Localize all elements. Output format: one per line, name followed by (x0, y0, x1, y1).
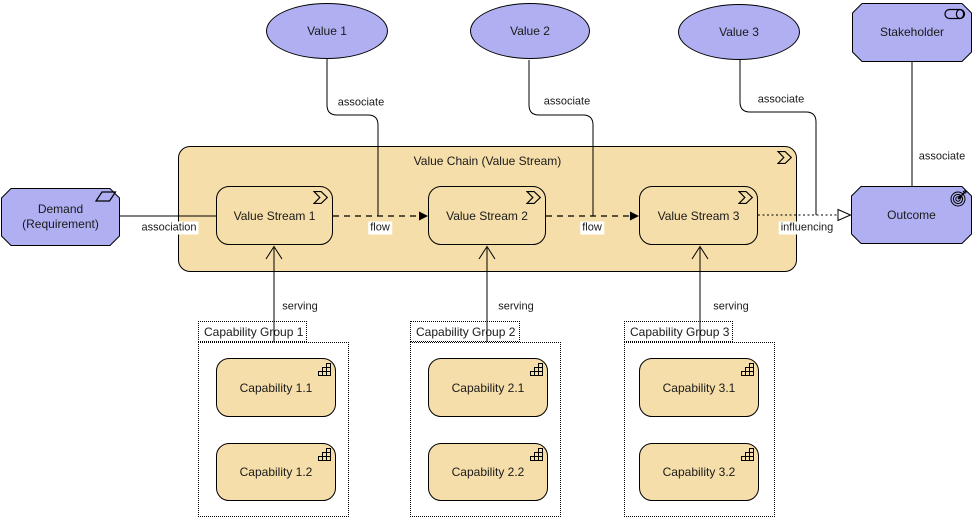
value-stream-chevron-icon (738, 191, 753, 204)
target-arrow-icon (950, 189, 968, 207)
capability-group-2-label: Capability Group 2 (416, 324, 516, 339)
capability-3-1[interactable]: Capability 3.1 (639, 358, 759, 417)
value-stream-3[interactable]: Value Stream 3 (639, 186, 758, 245)
capability-group-1[interactable] (198, 342, 349, 517)
capability-2-2[interactable]: Capability 2.2 (428, 443, 548, 501)
capability-group-2-label-box[interactable]: Capability Group 2 (410, 321, 520, 342)
capability-2-1[interactable]: Capability 2.1 (428, 358, 548, 417)
capability-group-3-label: Capability Group 3 (630, 324, 730, 339)
requirement-parallelogram-icon (95, 191, 117, 202)
value-2-label: Value 2 (510, 24, 550, 38)
demand-label-line2: (Requirement) (22, 217, 99, 231)
stakeholder-shape (852, 3, 972, 62)
edge-label-association: association (139, 221, 199, 235)
capability-grid-steps-icon (741, 448, 754, 461)
capability-grid-steps-icon (318, 448, 331, 461)
value-stream-2[interactable]: Value Stream 2 (428, 186, 546, 245)
edge-label-associate-1: associate (335, 96, 387, 110)
stakeholder[interactable]: Stakeholder (852, 3, 972, 62)
value-2[interactable]: Value 2 (470, 3, 590, 59)
influencing-open-arrowhead (837, 208, 852, 222)
value-3[interactable]: Value 3 (678, 4, 800, 60)
capability-2-2-label: Capability 2.2 (451, 465, 525, 479)
value-chain-title: Value Chain (Value Stream) (413, 154, 562, 168)
capability-group-3-label-box[interactable]: Capability Group 3 (624, 321, 733, 342)
demand-label-line1: Demand (37, 202, 84, 216)
value-3-label: Value 3 (719, 25, 759, 39)
value-stream-1[interactable]: Value Stream 1 (216, 186, 333, 245)
capability-group-1-label: Capability Group 1 (204, 324, 304, 339)
value-stream-chevron-icon (313, 191, 328, 204)
edge-label-flow-1: flow (368, 221, 392, 235)
outcome-label: Outcome (887, 207, 936, 222)
capability-grid-steps-icon (530, 363, 543, 376)
capability-3-2[interactable]: Capability 3.2 (639, 443, 759, 501)
capability-1-2-label: Capability 1.2 (239, 465, 313, 479)
edge-label-serving-2: serving (496, 300, 536, 314)
value-stream-2-label: Value Stream 2 (446, 208, 528, 223)
demand-requirement[interactable]: Demand (Requirement) (1, 188, 120, 246)
capability-group-3[interactable] (624, 342, 775, 517)
capability-group-2[interactable] (410, 342, 561, 517)
capability-2-1-label: Capability 2.1 (451, 380, 525, 395)
capability-group-1-label-box[interactable]: Capability Group 1 (198, 321, 307, 342)
value-stream-3-label: Value Stream 3 (657, 208, 740, 223)
capability-3-2-label: Capability 3.2 (662, 465, 736, 479)
edge-label-associate-2: associate (541, 95, 593, 109)
edge-label-associate-4: associate (916, 150, 968, 164)
capability-grid-steps-icon (318, 363, 331, 376)
stakeholder-label: Stakeholder (879, 25, 945, 39)
value-stream-1-label: Value Stream 1 (233, 208, 316, 223)
value-1-label: Value 1 (307, 24, 347, 38)
capability-3-1-label: Capability 3.1 (662, 380, 736, 395)
capability-1-2[interactable]: Capability 1.2 (216, 443, 336, 501)
capability-1-1-label: Capability 1.1 (239, 380, 313, 395)
edge-label-flow-2: flow (580, 221, 604, 235)
edge-label-associate-3: associate (755, 93, 807, 107)
value-1[interactable]: Value 1 (266, 3, 388, 59)
edge-label-serving-3: serving (711, 300, 751, 314)
value-stream-chevron-icon (777, 151, 792, 164)
edge-label-serving-1: serving (280, 300, 320, 314)
capability-grid-steps-icon (741, 363, 754, 376)
capability-grid-steps-icon (530, 448, 543, 461)
value-stream-chevron-icon (526, 191, 541, 204)
edge-label-influencing: influencing (778, 221, 836, 235)
role-cylinder-icon (944, 8, 966, 20)
capability-1-1[interactable]: Capability 1.1 (216, 358, 336, 417)
outcome[interactable]: Outcome (851, 186, 972, 244)
